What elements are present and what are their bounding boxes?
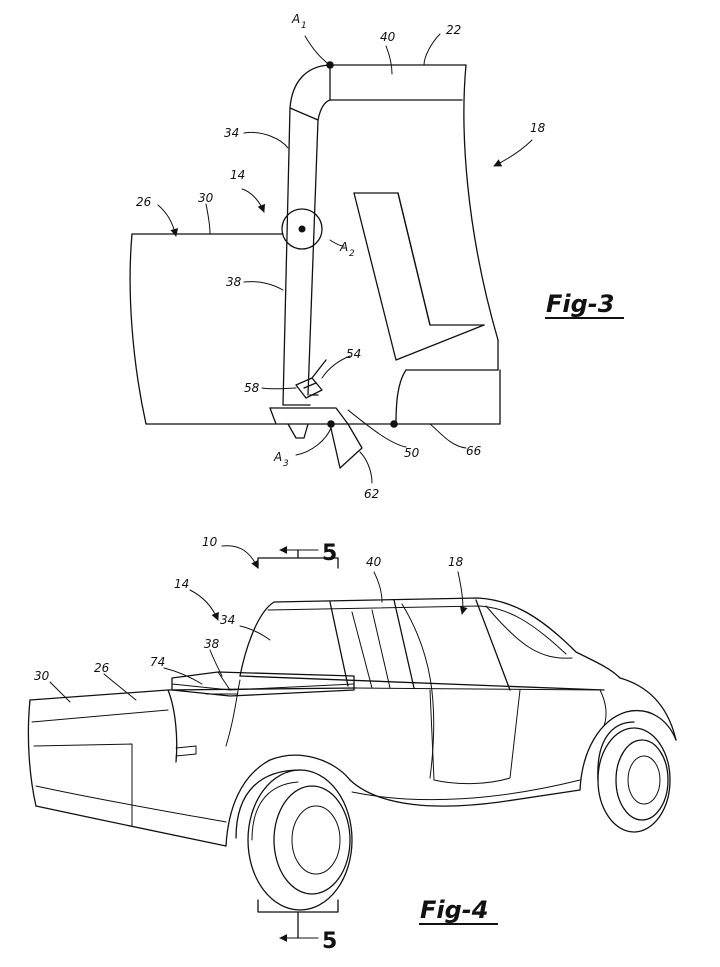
figure-3: 22 40 18 34 14 26 30 38 54 58 50 66 62 A… xyxy=(129,12,624,501)
cab-structure xyxy=(329,64,501,425)
svg-text:A: A xyxy=(273,450,282,464)
rear-window xyxy=(353,192,485,361)
ref-74: 74 xyxy=(150,655,165,669)
ref-38: 38 xyxy=(226,275,242,289)
tonneau-pillar xyxy=(282,64,331,406)
ref-38: 38 xyxy=(204,637,220,651)
axis-label-a3: A 3 xyxy=(273,450,289,469)
ref-30: 30 xyxy=(198,191,214,205)
ref-18: 18 xyxy=(448,555,464,569)
section-line-bottom: 5 xyxy=(257,899,339,954)
svg-text:A: A xyxy=(339,240,348,254)
ref-14: 14 xyxy=(174,577,189,591)
svg-text:2: 2 xyxy=(349,249,355,259)
ref-14: 14 xyxy=(230,168,245,182)
rear-wheel xyxy=(235,769,353,911)
svg-text:Fig-3: Fig-3 xyxy=(546,290,614,318)
fig3-caption: Fig-3 xyxy=(545,290,624,319)
axis-label-a2: A 2 xyxy=(339,240,355,259)
fig4-leader-lines xyxy=(49,545,468,703)
fig4-caption: Fig-4 xyxy=(419,896,498,925)
front-wheel xyxy=(597,721,671,833)
fig3-leader-lines xyxy=(157,33,533,484)
pivot-a3 xyxy=(327,420,335,428)
svg-text:1: 1 xyxy=(301,21,307,31)
ref-34: 34 xyxy=(220,613,235,627)
ref-58: 58 xyxy=(244,381,260,395)
bed-side-panel xyxy=(129,233,501,425)
ref-66: 66 xyxy=(466,444,482,458)
section-line-top: 5 xyxy=(257,541,339,569)
ref-18: 18 xyxy=(530,121,546,135)
ref-26: 26 xyxy=(136,195,152,209)
ref-10: 10 xyxy=(202,535,218,549)
latch-mechanism xyxy=(295,359,327,399)
svg-text:3: 3 xyxy=(283,459,289,469)
ref-54: 54 xyxy=(346,347,361,361)
tonneau-storage-box xyxy=(171,671,355,697)
ref-50: 50 xyxy=(404,446,420,460)
ref-34: 34 xyxy=(224,126,239,140)
ref-30: 30 xyxy=(34,669,50,683)
svg-text:Fig-4: Fig-4 xyxy=(420,896,488,924)
figure-4: 5 5 xyxy=(27,535,677,954)
ref-26: 26 xyxy=(94,661,110,675)
lower-hinge-bracket xyxy=(269,407,363,469)
truck-body xyxy=(27,597,677,847)
axis-label-a1: A 1 xyxy=(291,12,307,31)
svg-text:5: 5 xyxy=(322,541,337,566)
svg-text:A: A xyxy=(291,12,300,26)
pivot-66 xyxy=(390,420,398,428)
ref-40: 40 xyxy=(366,555,382,569)
svg-text:5: 5 xyxy=(322,929,337,954)
pivot-a2 xyxy=(281,208,323,250)
ref-22: 22 xyxy=(446,23,461,37)
ref-40: 40 xyxy=(380,30,396,44)
ref-62: 62 xyxy=(364,487,379,501)
